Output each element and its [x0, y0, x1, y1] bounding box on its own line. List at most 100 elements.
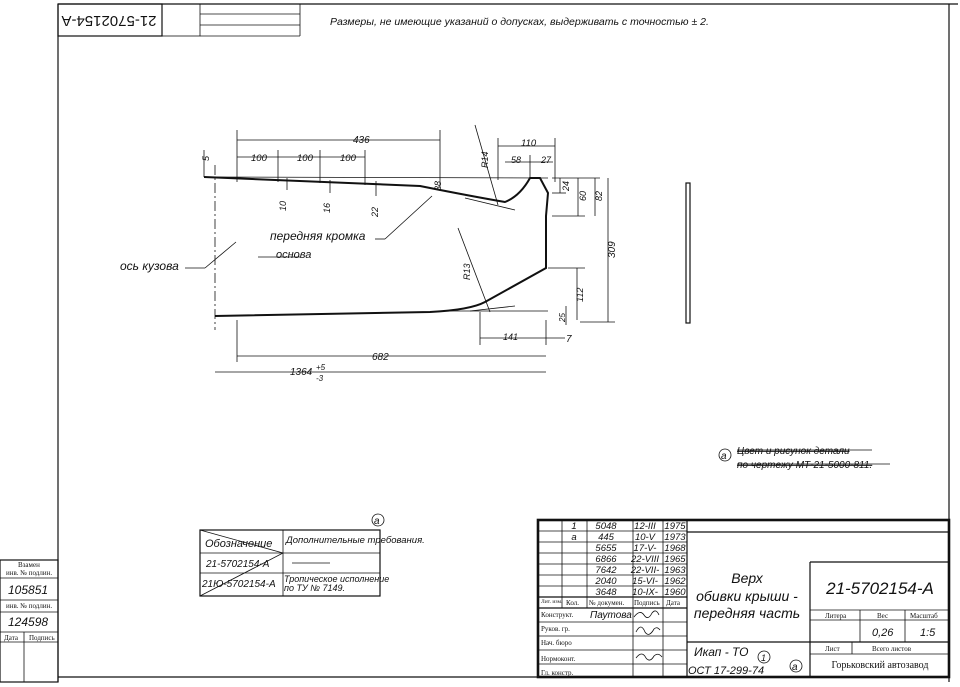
color-note-line1: Цвет и рисунок детали: [737, 446, 850, 457]
revision-doc: 445: [598, 532, 615, 543]
dim-25: 25: [558, 313, 567, 323]
label-base: основа: [276, 249, 311, 261]
stamp-number: 21-5702154-А: [61, 12, 156, 29]
dim-7: 7: [566, 334, 572, 345]
designation-row2-req1: Тропическое исполнение: [284, 574, 389, 584]
revision-sign: 15-VI-: [632, 576, 658, 587]
tb-material-mark: 1: [761, 653, 766, 663]
revision-year: 1973: [664, 532, 686, 543]
tb-title-line2: обивки крыши -: [696, 588, 798, 604]
revision-year: 1965: [664, 554, 686, 565]
part-contour: [203, 165, 550, 330]
designation-row2-req2: по ТУ № 7149.: [284, 583, 345, 593]
tb-hdr-date: Дата: [666, 599, 681, 607]
signature-scribble-3: [635, 653, 663, 661]
revision-sign: 12-III: [634, 521, 656, 532]
dim-110: 110: [521, 138, 537, 149]
dim-22: 22: [370, 207, 380, 218]
side-sign-label: Подпись: [29, 634, 55, 642]
dim-82: 82: [594, 191, 604, 201]
dim-100-b: 100: [297, 153, 314, 164]
tb-hdr-lit: Лит. изм.: [541, 599, 563, 605]
dim-1364: 1364: [290, 367, 313, 378]
designation-mark: а: [374, 516, 380, 527]
side-num1: 105851: [8, 583, 48, 597]
designation-row2-code: 21Ю-5702154-А: [201, 579, 276, 590]
tb-sheets-label: Всего листов: [872, 645, 912, 653]
dim-24: 24: [561, 181, 571, 192]
dim-1364-minus: -3: [316, 374, 324, 383]
designation-row1: 21-5702154-А: [205, 559, 270, 570]
revision-year: 1962: [664, 576, 686, 587]
color-note: а Цвет и рисунок детали по чертежу МТ-21…: [718, 446, 890, 471]
tb-hdr-kol: Кол.: [566, 599, 579, 607]
side-inv-label: инв. № подлин.: [6, 602, 52, 610]
side-view: [685, 182, 691, 324]
side-replaced-2: инв. № подлин.: [6, 569, 52, 577]
dim-436: 436: [353, 135, 370, 146]
sheet-frame: [57, 3, 958, 682]
label-body-axis: ось кузова: [120, 259, 179, 273]
revision-sign: 10-V: [635, 532, 657, 543]
dim-309: 309: [607, 241, 618, 258]
dim-r14: R14: [480, 151, 490, 168]
designation-table: а Обозначение Дополнительные требования.…: [199, 513, 425, 597]
designation-col2: Дополнительные требования.: [285, 535, 425, 546]
tb-role-bureau: Нач. бюро: [541, 639, 572, 647]
tb-standard-mark: а: [792, 662, 798, 673]
revision-sign: 22-VIII: [630, 554, 659, 565]
dim-10: 10: [278, 201, 288, 211]
color-note-mark: а: [721, 451, 727, 462]
dim-1364-plus: +5: [316, 363, 326, 372]
dim-16: 16: [322, 203, 332, 213]
tb-hdr-doc: № докумен.: [589, 599, 624, 607]
tb-standard: ОСТ 17-299-74: [688, 665, 764, 677]
revision-year: 1968: [664, 543, 686, 554]
dim-5: 5: [201, 155, 211, 161]
tb-scale-label: Масштаб: [910, 612, 938, 620]
revision-year: 1963: [664, 565, 686, 576]
dim-682: 682: [372, 352, 389, 363]
dim-100-c: 100: [340, 153, 357, 164]
signature-scribble-1: [633, 610, 660, 618]
tb-weight-label: Вес: [877, 612, 888, 620]
dim-r13: R13: [462, 263, 472, 280]
side-strip: Взамен инв. № подлин. 105851 инв. № подл…: [0, 559, 59, 683]
revision-n: 1: [571, 521, 576, 532]
dim-27: 27: [540, 155, 552, 165]
revision-year: 1975: [664, 521, 686, 532]
revision-year: 1960: [664, 587, 686, 598]
tb-role-chief: Гл. констр.: [541, 669, 574, 677]
tb-sheet-label: Лист: [825, 645, 840, 653]
tb-designer-name: Паутова: [590, 610, 632, 621]
top-stamp: 21-5702154-А: [57, 3, 301, 37]
tb-title-line1: Верх: [731, 570, 763, 586]
revision-sign: 10-IX-: [632, 587, 658, 598]
tb-weight: 0,26: [872, 627, 894, 639]
tb-code: 21-5702154-А: [825, 579, 934, 598]
dim-112: 112: [575, 288, 585, 302]
revision-doc: 7642: [595, 565, 617, 576]
revision-sign: 22-VII-: [630, 565, 660, 576]
revision-doc: 6866: [595, 554, 617, 565]
revision-sign: 17-V-: [634, 543, 657, 554]
signature-scribble-2: [635, 626, 661, 635]
side-date-label: Дата: [4, 634, 19, 642]
dim-100-a: 100: [251, 153, 268, 164]
designation-col1: Обозначение: [205, 538, 272, 550]
side-replaced-1: Взамен: [18, 561, 40, 569]
tb-role-group: Руков. гр.: [541, 625, 570, 633]
tb-title-line3: передняя часть: [694, 605, 800, 621]
revision-n: а: [571, 532, 576, 543]
tb-litera-label: Литера: [825, 612, 847, 620]
tb-role-designer: Конструкт.: [541, 611, 574, 619]
tb-role-norm: Нормоконт.: [541, 655, 576, 663]
tb-hdr-sign: Подпись: [634, 599, 660, 607]
revision-doc: 2040: [594, 576, 617, 587]
revision-doc: 3648: [595, 587, 617, 598]
dim-141: 141: [503, 332, 518, 342]
dim-38: 38: [433, 181, 443, 191]
revision-doc: 5048: [595, 521, 617, 532]
dimensions: 436 100 100 100 5 10 16 22 38 R14 110 58…: [201, 124, 618, 383]
